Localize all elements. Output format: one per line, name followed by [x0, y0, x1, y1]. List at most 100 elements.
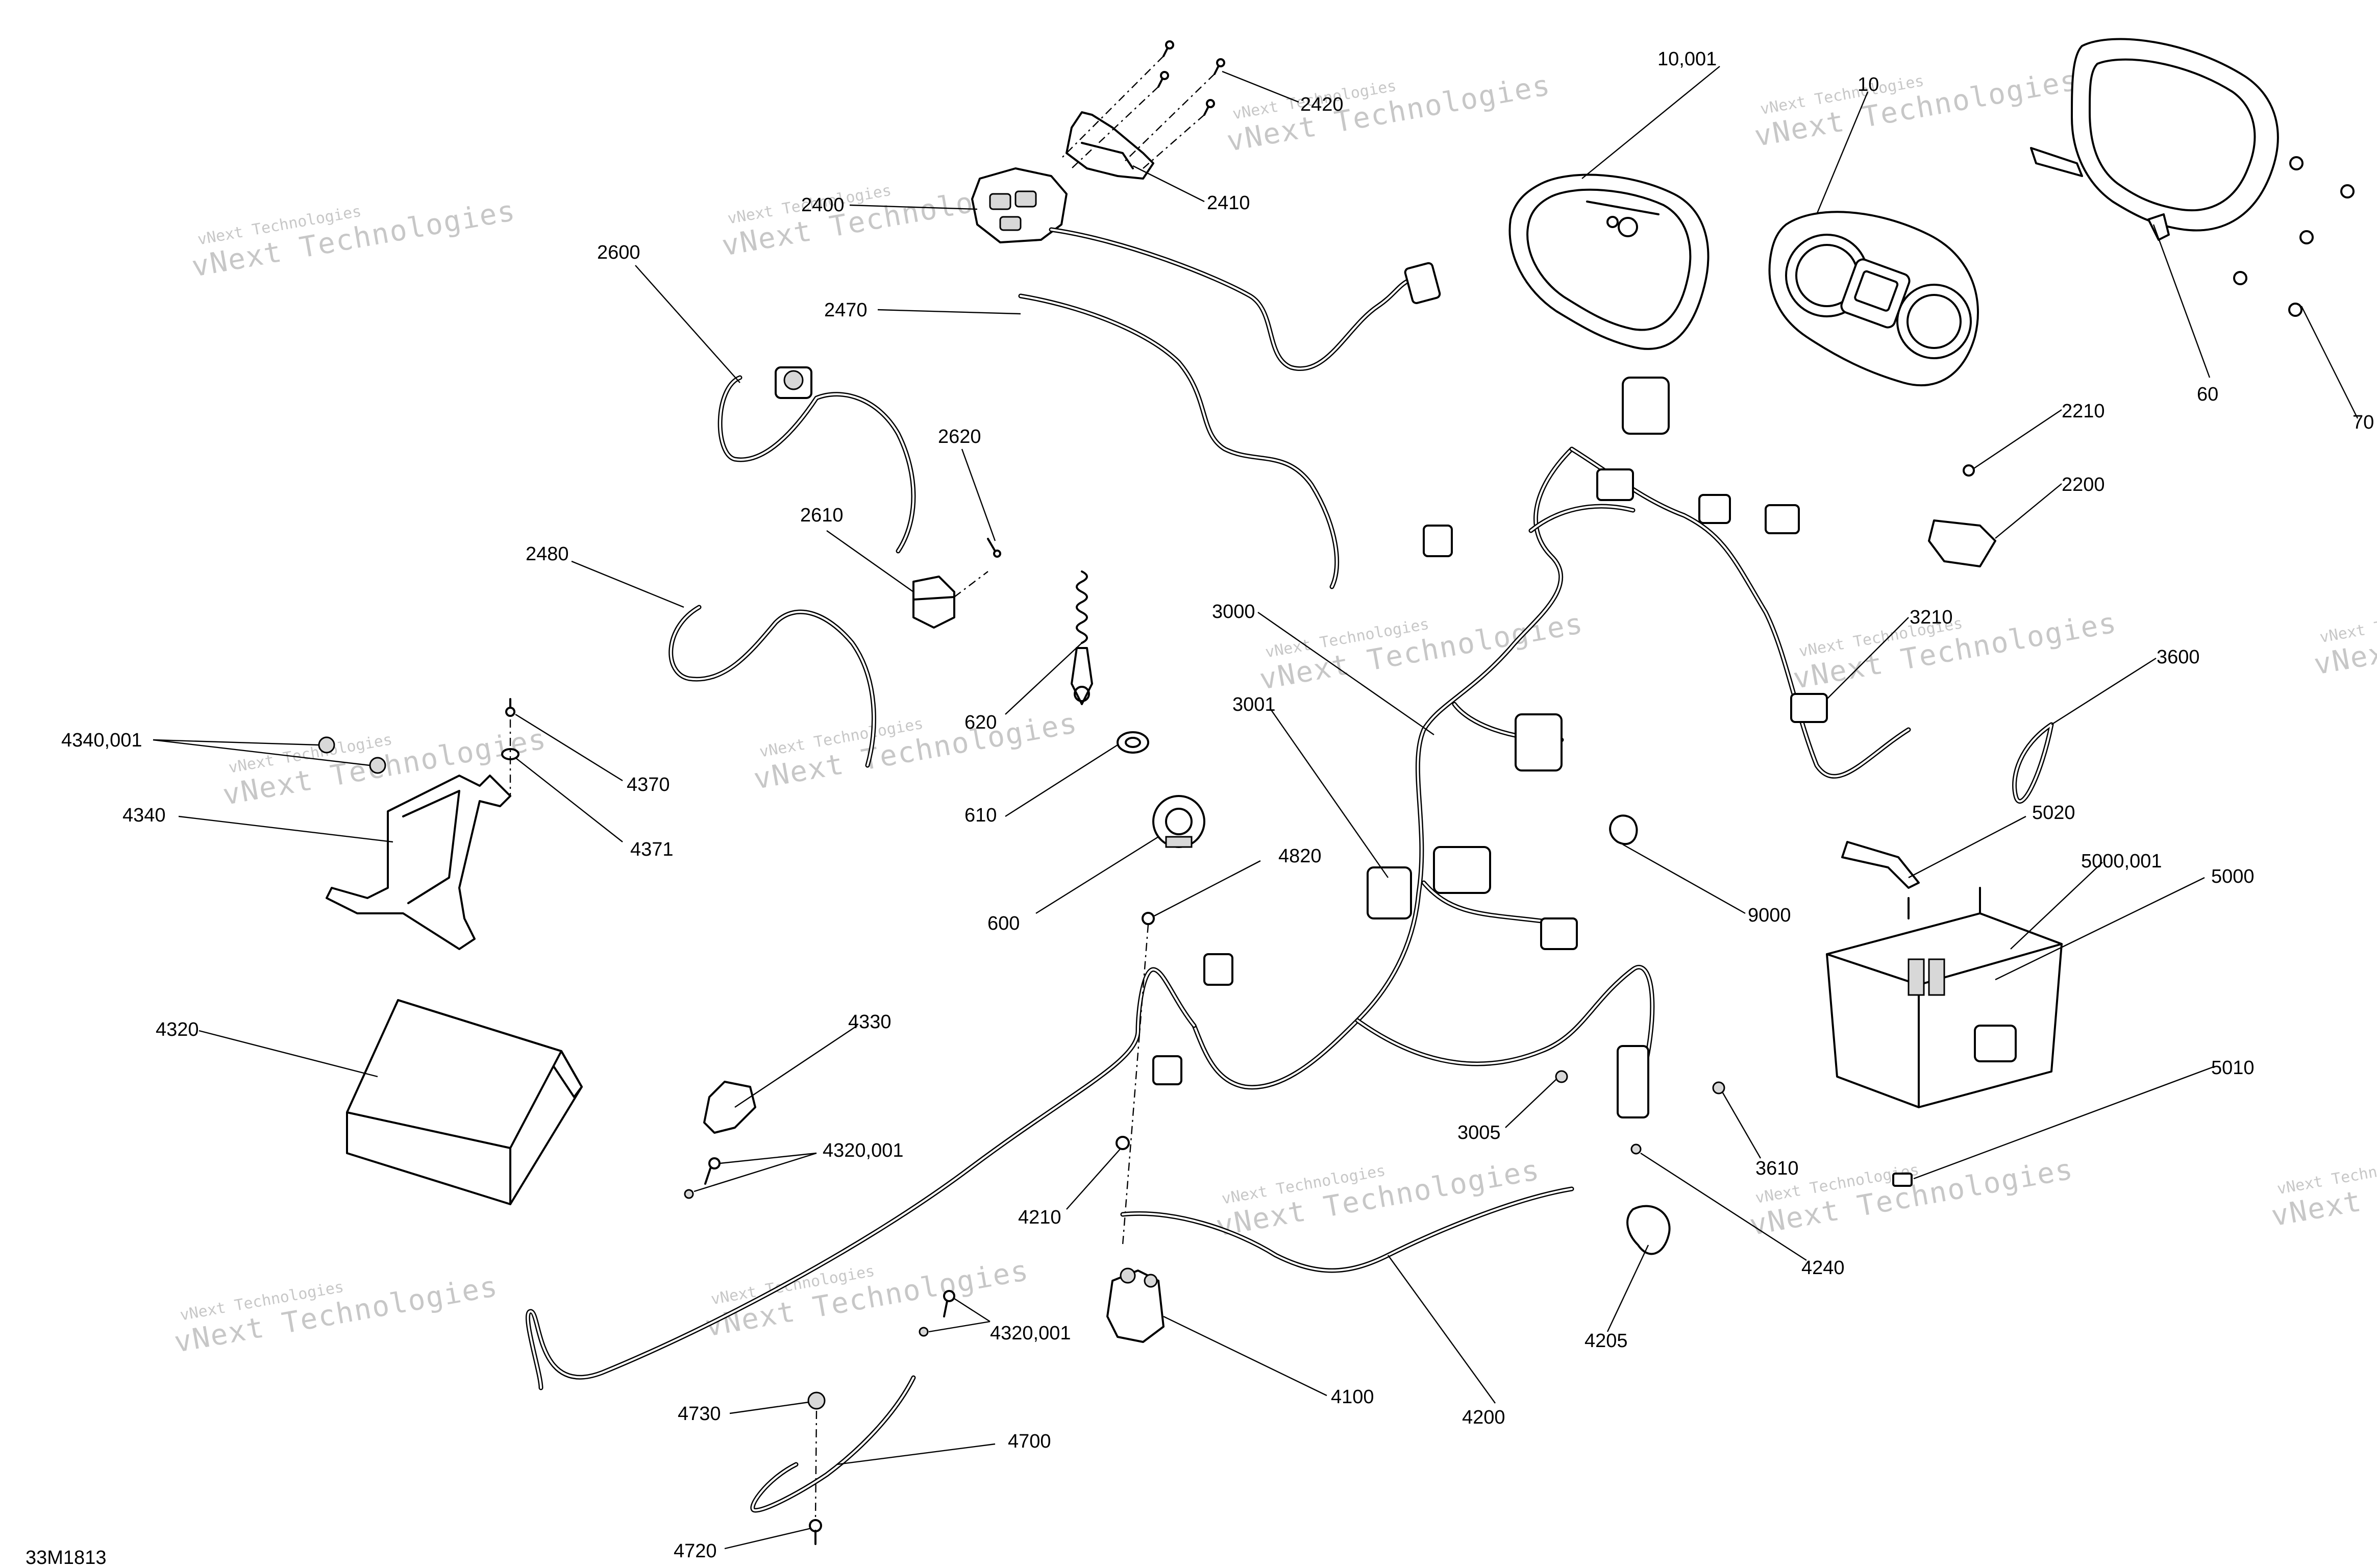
- watermark-13: vNext Technologies vNext Technologies: [1747, 1153, 2076, 1242]
- label-4371: 4371: [630, 839, 674, 860]
- label-4730: 4730: [678, 1403, 721, 1425]
- label-3001: 3001: [1232, 694, 1276, 715]
- cable-3600: [2012, 722, 2054, 804]
- watermark-6: vNext Technologies vNext Technologies: [751, 706, 1080, 796]
- part-labels: 10,001 10 60 70 2420 2410 2400 2600 2470…: [26, 48, 2374, 1568]
- label-4205: 4205: [1584, 1330, 1628, 1352]
- label-5000001: 5000,001: [2081, 851, 2162, 872]
- label-10001: 10,001: [1657, 48, 1717, 70]
- bezel-frame: [1508, 173, 1710, 350]
- knob-2610: [912, 571, 988, 629]
- clip-9000: [1609, 814, 1638, 845]
- watermark-11: vNext Technologies vNext Technologies: [703, 1254, 1031, 1343]
- tether-cord: [1071, 570, 1093, 705]
- watermark-4: vNext Technologies vNext Technologies: [1752, 64, 2081, 154]
- fuse-5010: [1892, 1173, 1913, 1187]
- nut-4210: [1116, 1136, 1130, 1150]
- push-nut-set: [2233, 156, 2355, 317]
- watermark-12: vNext Technologies vNext Technologies: [1214, 1153, 1542, 1243]
- wire-2480: [668, 605, 876, 768]
- label-620: 620: [964, 712, 997, 733]
- label-4210: 4210: [1018, 1207, 1061, 1228]
- pin-2620: [987, 538, 1001, 558]
- ecu-module: [1826, 887, 2063, 1108]
- label-3600: 3600: [2157, 646, 2200, 668]
- label-9000: 9000: [1748, 905, 1791, 926]
- drawing-code: 33M1813: [26, 1547, 106, 1568]
- label-2610: 2610: [800, 505, 844, 526]
- cluster-support-bracket: [2030, 38, 2279, 241]
- label-4320001b: 4320,001: [990, 1323, 1071, 1344]
- label-4700: 4700: [1008, 1431, 1051, 1452]
- label-70: 70: [2353, 412, 2374, 433]
- label-2470: 2470: [824, 300, 868, 321]
- bolt-4370: [505, 698, 515, 717]
- sensor-3210: [1790, 693, 1828, 723]
- label-4320: 4320: [156, 1019, 199, 1040]
- ring-610: [1117, 731, 1149, 754]
- exploded-dash-lines: [1061, 56, 1215, 169]
- main-wiring-harness: [525, 446, 1911, 1390]
- label-3005: 3005: [1457, 1122, 1501, 1143]
- cable-4700: [750, 1375, 916, 1513]
- starter-solenoid: [1106, 1267, 1165, 1343]
- label-2620: 2620: [938, 426, 981, 447]
- label-5000: 5000: [2211, 866, 2255, 887]
- label-2480: 2480: [526, 543, 569, 565]
- watermark-10: vNext Technologies vNext Technologies: [172, 1270, 501, 1359]
- nut-4730: [807, 1391, 826, 1410]
- label-4100: 4100: [1331, 1386, 1374, 1408]
- label-5020: 5020: [2032, 802, 2075, 824]
- sensor-2200: [1928, 519, 1996, 567]
- label-60: 60: [2197, 384, 2218, 405]
- watermark-1: vNext Technologies vNext Technologies: [189, 194, 518, 284]
- screw-set-2420: [1157, 40, 1225, 116]
- label-610: 610: [964, 805, 997, 826]
- label-4340001: 4340,001: [61, 730, 142, 751]
- label-10: 10: [1858, 74, 1879, 95]
- switch-2600: [717, 366, 916, 554]
- watermark-9: vNext Technologies vNext Technologies: [2312, 592, 2377, 682]
- screw-pair-4320001b: [919, 1290, 955, 1337]
- screw-3610: [1712, 1081, 1725, 1094]
- leader-lines: [153, 66, 2359, 1550]
- nut-4820: [1142, 912, 1155, 925]
- terminal-cover: [703, 1081, 756, 1134]
- harness-connectors: [1152, 377, 1800, 1118]
- label-4340: 4340: [122, 805, 166, 826]
- nut-pair-4340001: [318, 736, 386, 774]
- label-2210: 2210: [2062, 401, 2105, 422]
- boot-4205: [1626, 1205, 1671, 1255]
- label-600: 600: [987, 913, 1020, 934]
- label-5010: 5010: [2211, 1057, 2255, 1079]
- watermark-7: vNext Technologies vNext Technologies: [1257, 607, 1586, 696]
- screw-2210: [1963, 464, 1975, 477]
- screw-4240: [1630, 1143, 1642, 1155]
- label-4320001a: 4320,001: [823, 1140, 904, 1161]
- screw-pair-4320001a: [684, 1157, 721, 1199]
- label-4330: 4330: [848, 1011, 892, 1033]
- label-3210: 3210: [1910, 607, 1953, 628]
- label-4200: 4200: [1462, 1407, 1505, 1428]
- bracket-5020: [1841, 841, 1920, 889]
- wire-2470: [1018, 293, 1340, 589]
- buzzer-600: [1152, 795, 1205, 848]
- label-2200: 2200: [2062, 474, 2105, 495]
- battery: [346, 999, 583, 1205]
- watermark-3: vNext Technologies vNext Technologies: [1224, 68, 1553, 158]
- screw-3005: [1555, 1070, 1568, 1083]
- label-4720: 4720: [674, 1540, 717, 1562]
- battery-bracket: [326, 775, 511, 950]
- switch-housing-cover: [1066, 111, 1154, 180]
- label-4240: 4240: [1801, 1257, 1845, 1279]
- label-3000: 3000: [1212, 601, 1255, 623]
- label-2400: 2400: [801, 194, 845, 216]
- label-3610: 3610: [1755, 1158, 1799, 1179]
- watermark-8: vNext Technologies vNext Technologies: [1791, 606, 2119, 696]
- label-2420: 2420: [1300, 94, 1344, 115]
- handlebar-switch: [971, 167, 1441, 371]
- instrument-cluster: [1768, 211, 1979, 387]
- watermark-14: vNext Technologies vNext Technologies: [2269, 1143, 2377, 1233]
